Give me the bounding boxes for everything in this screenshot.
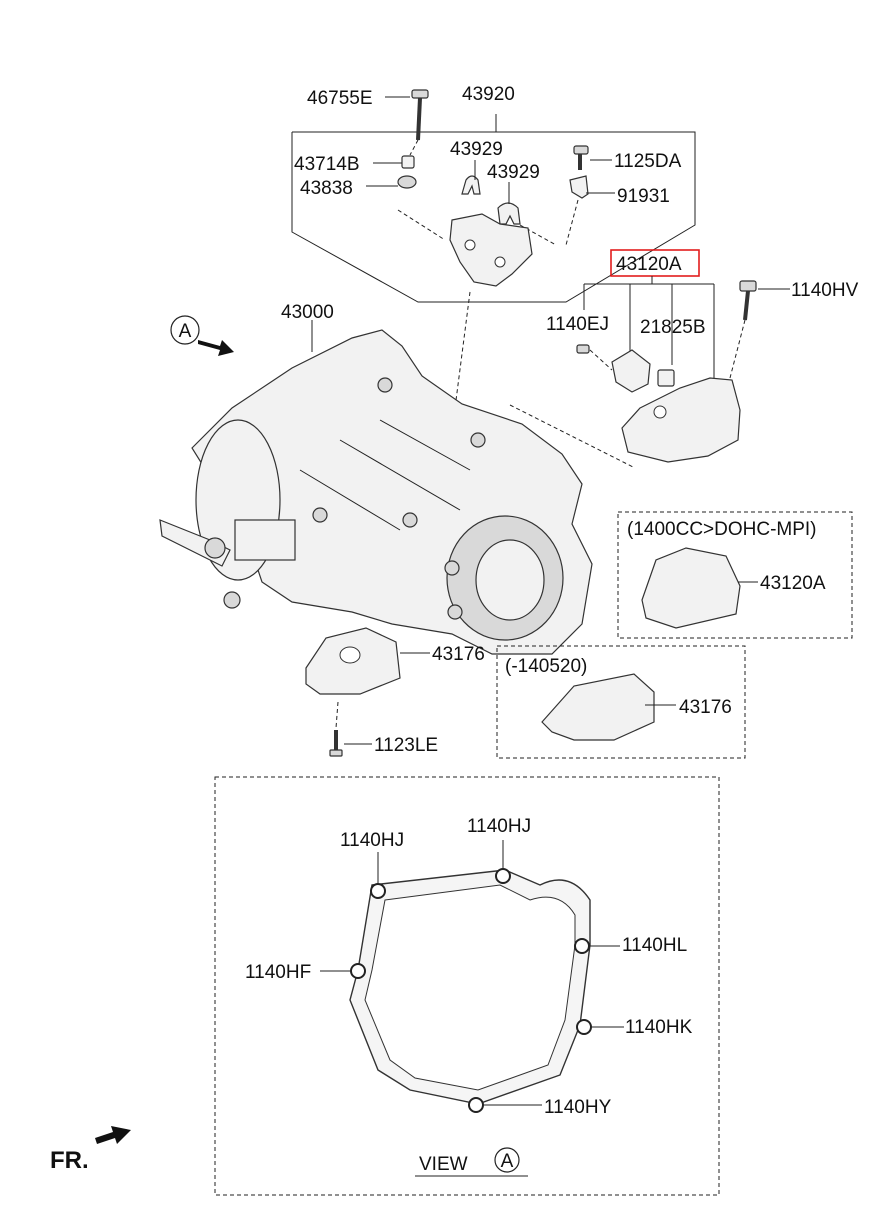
highlight-box xyxy=(610,249,700,277)
bolt-hole-1140HY xyxy=(468,1097,484,1113)
label-1140HF: 1140HF xyxy=(245,962,311,983)
label-43176: 43176 xyxy=(432,644,485,665)
inset-140520 xyxy=(496,645,746,759)
label-140520-variant: (-140520) xyxy=(505,656,587,677)
arrow-icon xyxy=(198,340,234,356)
label-1400cc-variant: (1400CC>DOHC-MPI) xyxy=(627,519,817,540)
spacer-icon xyxy=(657,369,675,387)
label-43929-a: 43929 xyxy=(450,139,503,160)
label-1140HL: 1140HL xyxy=(622,935,687,956)
bolt-1125DA-icon xyxy=(573,145,589,170)
label-1140HK: 1140HK xyxy=(625,1017,693,1038)
bolt-46755E-icon xyxy=(409,89,429,156)
label-1140EJ: 1140EJ xyxy=(546,314,609,335)
front-label: FR. xyxy=(50,1147,89,1174)
bolt-1140EJ-icon xyxy=(576,344,590,354)
label-43120A-variant: 43120A xyxy=(760,573,826,594)
label-43714B: 43714B xyxy=(294,154,360,175)
label-91931: 91931 xyxy=(617,186,670,207)
view-caption: VIEW xyxy=(419,1154,468,1175)
clip-43929-icon xyxy=(461,175,481,195)
label-1123LE: 1123LE xyxy=(374,735,438,756)
bushing-43714B-icon xyxy=(401,155,415,169)
view-a-frame xyxy=(214,776,720,1196)
bracket-assembly-43920 xyxy=(291,89,696,409)
lower-mount-43176 xyxy=(305,627,430,757)
front-arrow-icon xyxy=(95,1126,131,1144)
label-46755E: 46755E xyxy=(307,88,373,109)
gasket-inner-icon xyxy=(364,884,576,1091)
mount-bracket-assembly-43120A xyxy=(509,249,790,469)
label-43120A: 43120A xyxy=(616,254,682,275)
view-a-callout: A xyxy=(170,315,234,356)
clip-43929-b-icon xyxy=(497,202,521,225)
shift-bracket-icon xyxy=(449,213,533,287)
callout-letter: A xyxy=(179,321,192,342)
bolt-1123LE-icon xyxy=(329,730,343,757)
view-a-panel xyxy=(214,776,720,1196)
mount-bracket-variant-icon xyxy=(641,547,741,629)
label-1140HJ-b: 1140HJ xyxy=(467,816,531,837)
transaxle-body-43000 xyxy=(159,320,593,655)
label-43176-variant: 43176 xyxy=(679,697,732,718)
inset-frame xyxy=(617,511,853,639)
case-window-icon xyxy=(234,519,296,561)
bolt-hole-1140HK xyxy=(576,1019,592,1035)
lower-mount-variant-icon xyxy=(541,673,655,741)
label-1140HJ-a: 1140HJ xyxy=(340,830,404,851)
bolt-hole-1140HJ-b xyxy=(495,868,511,884)
view-letter: A xyxy=(501,1151,514,1172)
mount-bracket-icon xyxy=(621,377,741,463)
label-43920: 43920 xyxy=(462,84,515,105)
label-1125DA: 1125DA xyxy=(614,151,682,172)
inset-1400cc xyxy=(617,511,853,639)
bolt-1140HV-icon xyxy=(739,280,757,321)
label-43929-b: 43929 xyxy=(487,162,540,183)
inset-frame-2 xyxy=(496,645,746,759)
bolt-hole-1140HF xyxy=(350,963,366,979)
clip-91931-icon xyxy=(569,175,589,199)
label-1140HY: 1140HY xyxy=(544,1097,612,1118)
label-43838: 43838 xyxy=(300,178,353,199)
plate-21825B-icon xyxy=(611,349,651,393)
bolt-hole-1140HL xyxy=(574,938,590,954)
washer-43838-icon xyxy=(397,175,417,189)
label-43000: 43000 xyxy=(281,302,334,323)
label-21825B: 21825B xyxy=(640,317,706,338)
label-1140HV: 1140HV xyxy=(791,280,859,301)
bolt-hole-1140HJ-a xyxy=(370,883,386,899)
